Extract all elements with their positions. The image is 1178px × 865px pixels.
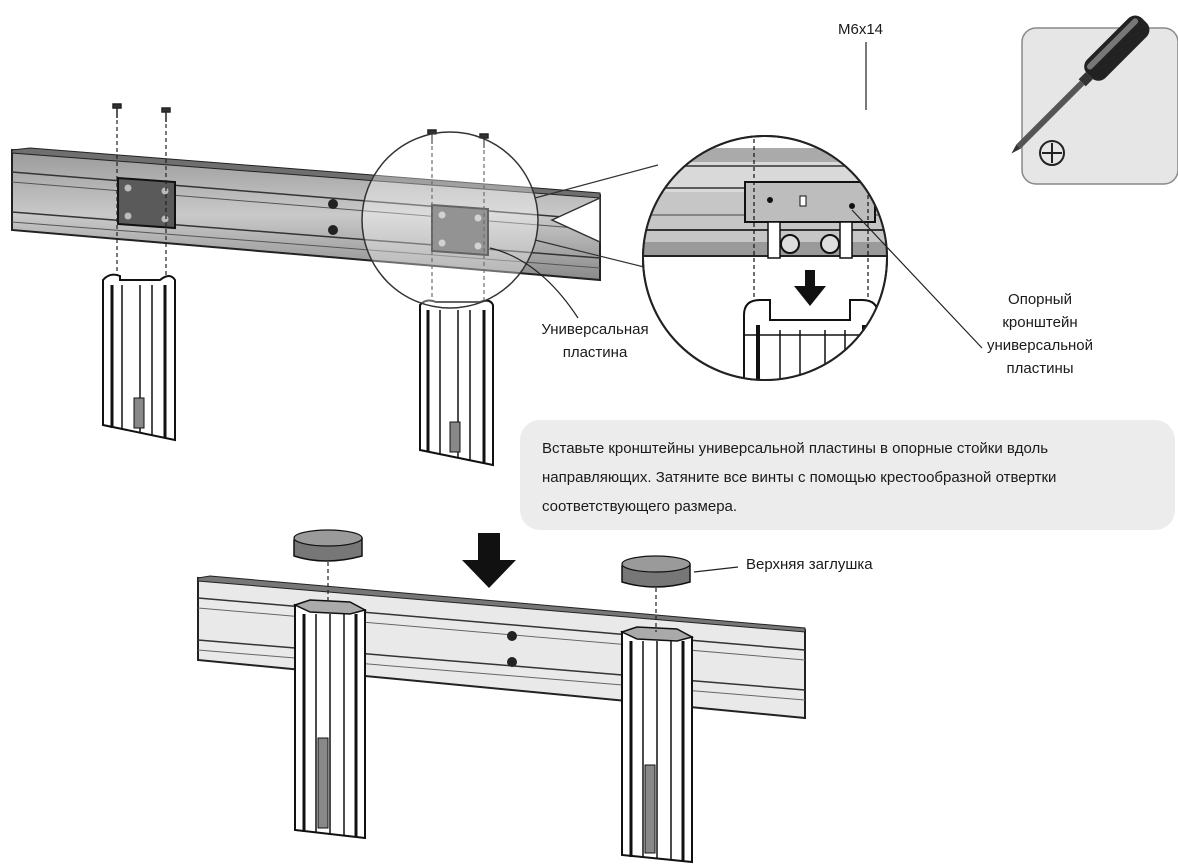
detail-highlight-circle <box>361 131 539 309</box>
instruction-note: Вставьте кронштейны универсальной пласти… <box>520 420 1175 530</box>
assembled-post-left <box>292 599 368 840</box>
instruction-line-2: направляющих. Затяните все винты с помощ… <box>542 469 1057 486</box>
mounting-plate-left <box>117 176 176 230</box>
lower-beam <box>197 575 806 720</box>
support-bracket-label-line-4: пластины <box>1006 360 1074 377</box>
screws-upper <box>112 103 489 148</box>
universal-plate-pointer <box>489 247 579 319</box>
zoom-arrow <box>550 196 601 244</box>
phillips-cross-icon <box>1039 140 1065 166</box>
top-cap-pointer <box>693 566 739 573</box>
top-cap-label: Верхняя заглушка <box>746 556 873 573</box>
assembled-post-right <box>619 626 695 864</box>
support-bracket-label: Опорный кронштейн универсальной пластины <box>970 288 1110 380</box>
guide-lines-upper <box>116 120 485 310</box>
zoom-detail <box>642 135 888 381</box>
support-bracket-label-line-3: универсальной <box>986 337 1094 354</box>
universal-plate-label-line-2: пластина <box>562 344 628 361</box>
zoom-connector <box>534 164 659 269</box>
support-post-left <box>102 273 176 442</box>
universal-plate-label-line-1: Универсальная <box>541 321 649 338</box>
top-cap-right <box>621 555 691 588</box>
support-bracket-pointer <box>851 209 983 349</box>
support-bracket-label-line-1: Опорный <box>1008 291 1072 308</box>
step-arrow-down <box>462 533 516 588</box>
mounting-plate-right <box>431 203 489 257</box>
phillips-screwdriver-icon <box>1011 15 1178 185</box>
support-bracket-label-line-2: кронштейн <box>1002 314 1078 331</box>
instruction-line-1: Вставьте кронштейны универсальной пласти… <box>542 440 1049 457</box>
top-cap-left <box>293 529 363 562</box>
guide-lines-lower <box>327 562 657 632</box>
universal-plate-label: Универсальная пластина <box>530 318 660 364</box>
instruction-line-3: соответствующего размера. <box>542 498 738 515</box>
screw-size-label: M6x14 <box>838 21 884 38</box>
support-post-right <box>419 299 494 467</box>
